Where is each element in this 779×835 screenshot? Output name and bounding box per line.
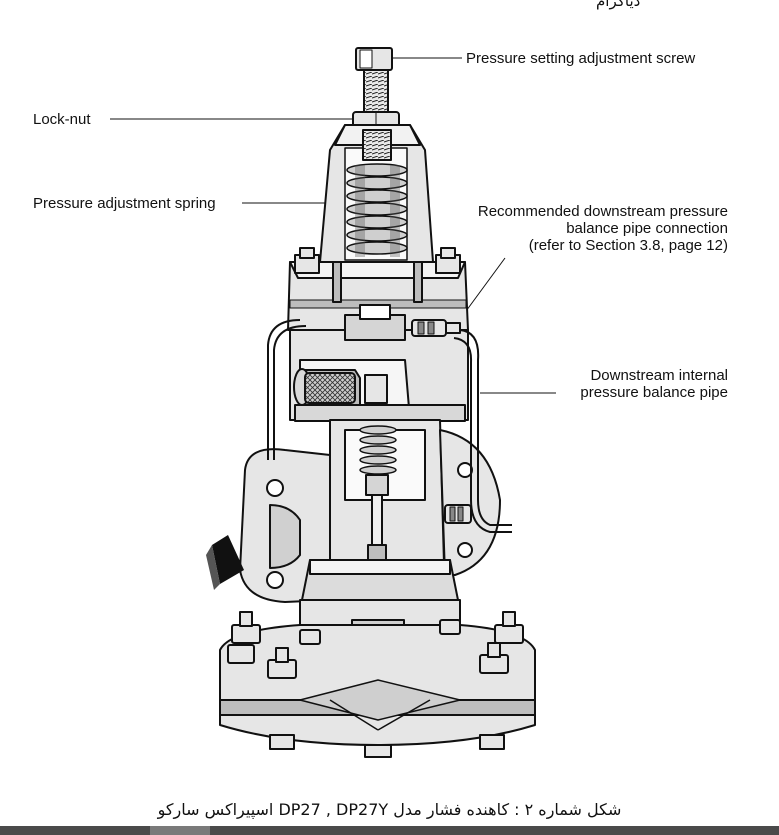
label-pressure-spring: Pressure adjustment spring [33,195,216,212]
label-adjustment-screw: Pressure setting adjustment screw [466,50,696,67]
pipe-fitting-lower [444,504,472,524]
diaphragm-bolts [227,611,524,679]
label-internal-pipe-line1: Downstream internal [590,367,728,384]
adjustment-screw [355,47,393,115]
pressure-spring [346,163,408,257]
label-lock-nut: Lock-nut [33,111,91,128]
valve-return-spring [359,425,397,475]
downstream-pipe [453,329,512,533]
label-balance-connection-line1: Recommended downstream pressure [477,203,728,220]
top-cropped-text: دیاگرام [596,0,641,10]
label-balance-connection-line3: (refer to Section 3.8, page 12) [528,237,728,254]
label-internal-pipe: Downstream internal pressure balance pip… [580,367,728,401]
bottom-strip [0,826,779,835]
diaphragm-housing [219,624,536,758]
pipe-fitting-top [411,319,461,337]
strainer-screen [293,368,388,406]
flow-arrow-icon [206,535,244,590]
label-internal-pipe-line2: pressure balance pipe [580,384,728,401]
label-balance-connection: Recommended downstream pressure balance … [478,203,728,254]
label-balance-connection-line2: balance pipe connection [566,220,728,237]
figure-caption: شکل شماره ۲ : کاهنده فشار مدل DP27 , DP2… [157,800,622,819]
external-pipe-left [267,319,307,460]
